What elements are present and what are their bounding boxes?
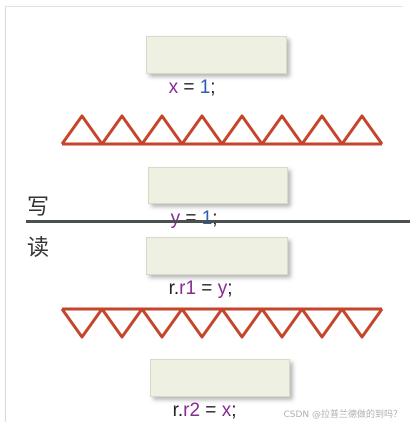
- field-r2: r2: [183, 400, 201, 421]
- code-box-write-x: x = 1;: [146, 36, 287, 98]
- var-x: x: [168, 77, 179, 98]
- watermark: CSDN @拉普兰德做的到吗？: [283, 410, 402, 420]
- assign-op: =: [196, 278, 218, 299]
- write-read-divider: [26, 220, 410, 223]
- assign-op: =: [180, 208, 202, 229]
- var-y: y: [217, 278, 228, 299]
- code-box-read-r2: r.r2 = x;: [150, 359, 290, 421]
- value-1: 1: [199, 77, 211, 98]
- store-barrier-fence: [60, 114, 384, 146]
- object-r: r.: [168, 278, 180, 299]
- var-x: x: [221, 400, 232, 421]
- semicolon: ;: [231, 400, 237, 421]
- write-label: 写: [27, 195, 50, 220]
- semicolon: ;: [212, 208, 218, 229]
- diagram-frame: [5, 6, 403, 422]
- load-barrier-fence: [60, 307, 384, 339]
- field-r1: r1: [179, 278, 197, 299]
- fence-zigzag-up: [60, 114, 384, 146]
- var-y: y: [170, 208, 181, 229]
- code-box-write-y: y = 1;: [148, 167, 288, 229]
- semicolon: ;: [227, 278, 233, 299]
- fence-zigzag-down: [60, 307, 384, 339]
- semicolon: ;: [210, 77, 216, 98]
- object-r: r.: [172, 400, 184, 421]
- code-box-read-r1: r.r1 = y;: [146, 237, 288, 299]
- value-1: 1: [201, 208, 213, 229]
- assign-op: =: [200, 400, 222, 421]
- assign-op: =: [178, 77, 200, 98]
- read-label: 读: [27, 236, 50, 261]
